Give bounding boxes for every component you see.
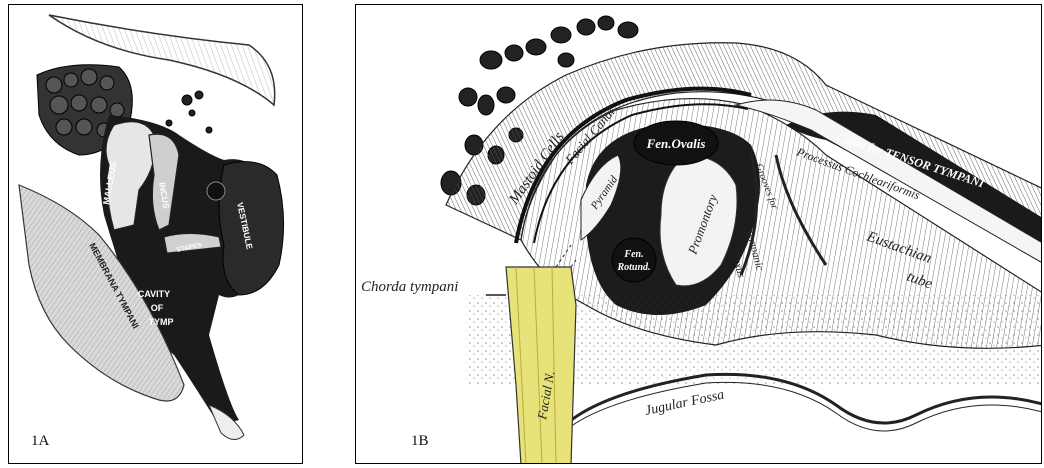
label-tymp: TYMP — [148, 317, 173, 327]
middle-ear-section-illustration: MALLEUS INCUS STAPES VESTIBULE MEMBRANA … — [9, 5, 303, 464]
panel-1a: MALLEUS INCUS STAPES VESTIBULE MEMBRANA … — [8, 4, 303, 464]
panel-label-1b: 1B — [411, 433, 429, 450]
fenestra-rotunda — [612, 238, 656, 282]
panel-label-1a: 1A — [31, 433, 49, 450]
label-cavity: CAVITY — [138, 289, 170, 299]
label-of: OF — [151, 303, 164, 313]
label-fen-rotund-1: Fen. — [623, 249, 643, 260]
label-jugular-fossa: Jugular Fossa — [644, 388, 726, 419]
label-fen-ovalis: Fen.Ovalis — [646, 136, 706, 151]
label-chorda-tympani: Chorda tympani — [361, 279, 458, 296]
tympanic-cavity-wall-illustration: Mastoid Cells Facial Canal Fen.Ovalis Py… — [356, 5, 1042, 464]
panel-1b: Mastoid Cells Facial Canal Fen.Ovalis Py… — [355, 4, 1042, 464]
label-fen-rotund-2: Rotund. — [616, 262, 650, 273]
